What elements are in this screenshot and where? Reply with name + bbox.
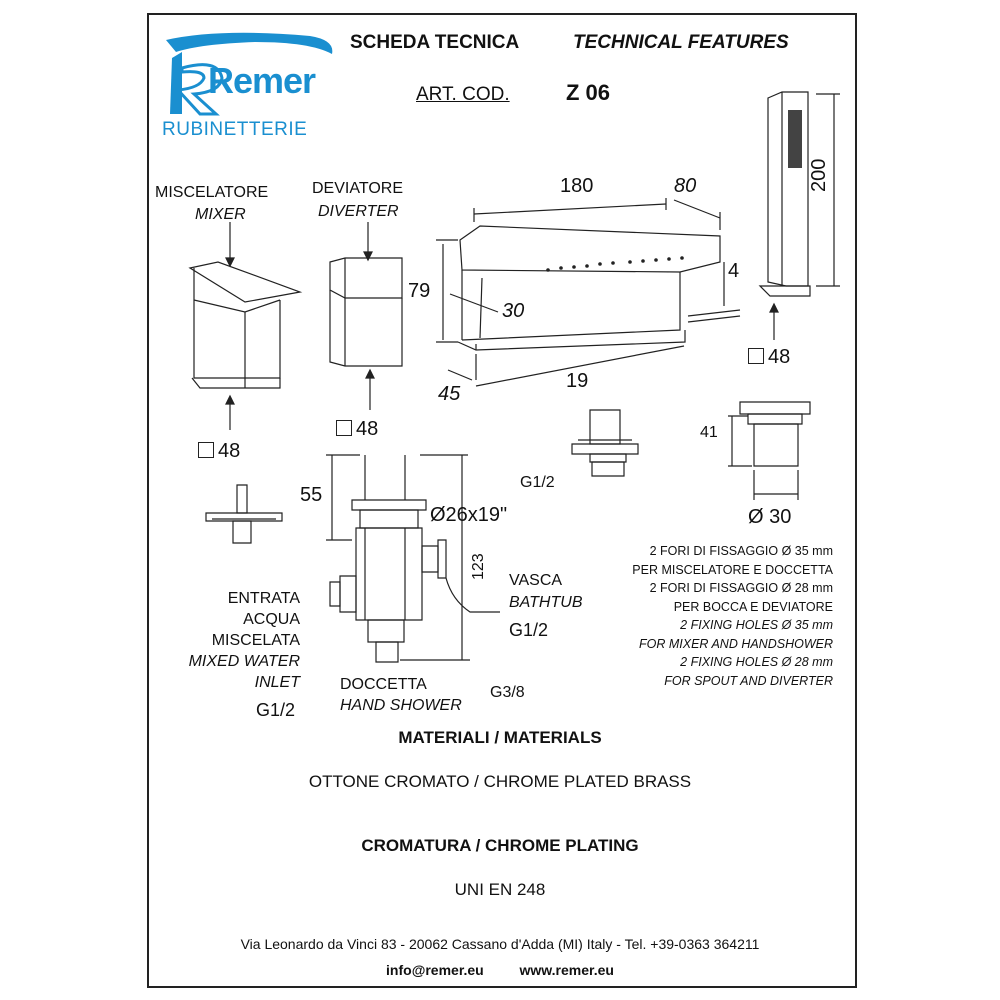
dim-body-diameter: Ø26x19": [430, 504, 508, 526]
logo-subtitle: RUBINETTERIE: [162, 119, 308, 140]
logo-swoosh-icon: [166, 32, 333, 116]
dim-spout-offset: 4: [728, 260, 740, 282]
mixer-label-en: MIXER: [195, 206, 246, 223]
materials-value: OTTONE CROMATO / CHROME PLATED BRASS: [308, 772, 692, 791]
fixing-holes-notes: 2 FORI DI FISSAGGIO Ø 35 mm PER MISCELAT…: [632, 544, 833, 688]
dim-body-total: 123: [470, 553, 487, 580]
dim-body-height: 55: [300, 484, 323, 506]
mixer-square-size: 48: [198, 440, 240, 463]
diverter-square-size: 48: [336, 418, 378, 441]
thread-shower: G3/8: [490, 684, 525, 701]
square-icon: [198, 442, 214, 458]
thread-inlet: G1/2: [256, 700, 296, 720]
shower-label-it: DOCCETTA: [340, 676, 427, 693]
square-icon: [336, 420, 352, 436]
dim-hand-base-dia: Ø 30: [748, 506, 792, 528]
square-icon: [748, 348, 764, 364]
sheet-frame: [147, 13, 857, 988]
article-code-label: ART. COD.: [416, 84, 510, 105]
plating-value: UNI EN 248: [454, 880, 546, 899]
dim-spout-height: 79: [408, 280, 431, 302]
logo-brand-text: Remer: [208, 60, 316, 101]
spout-base-drawing: [572, 410, 638, 476]
dim-spout-angle: 30: [502, 300, 525, 322]
dim-spout-width: 80: [674, 175, 697, 197]
inlet-label: ENTRATA ACQUA MISCELATA MIXED WATER INLE…: [188, 590, 300, 691]
footer-contacts: info@remer.eu www.remer.eu: [0, 962, 1000, 978]
title-english: TECHNICAL FEATURES: [573, 32, 789, 53]
spout-drawing: [436, 198, 740, 386]
footer-address: Via Leonardo da Vinci 83 - 20062 Cassano…: [240, 936, 760, 952]
thread-spout: G1/2: [520, 474, 555, 491]
mixer-label-it: MISCELATORE: [155, 184, 269, 201]
plating-heading: CROMATURA / CHROME PLATING: [361, 836, 639, 855]
dim-hand-height: 200: [808, 158, 830, 192]
diverter-drawing: [330, 222, 402, 410]
hand-shower-drawing: [728, 92, 840, 500]
bathtub-label-it: VASCA: [509, 572, 563, 589]
bathtub-label-en: BATHTUB: [509, 594, 583, 611]
footer-email-link[interactable]: info@remer.eu: [386, 962, 484, 978]
dim-hand-base-height: 41: [700, 424, 718, 441]
body-drawing: [326, 455, 500, 662]
footer-web-link[interactable]: www.remer.eu: [519, 962, 614, 978]
dim-spout-length: 180: [560, 175, 594, 197]
diverter-label-en: DIVERTER: [318, 203, 399, 220]
shower-label-en: HAND SHOWER: [340, 697, 462, 714]
article-code-value: Z 06: [566, 80, 611, 105]
dim-spout-base: 19: [566, 370, 589, 392]
materials-heading: MATERIALI / MATERIALS: [398, 728, 602, 747]
thread-bathtub: G1/2: [509, 620, 549, 640]
hand-square-size: 48: [748, 346, 790, 369]
diverter-label-it: DEVIATORE: [312, 180, 403, 197]
mixer-drawing: [190, 222, 300, 543]
title-italian: SCHEDA TECNICA: [350, 32, 520, 53]
dim-spout-depth: 45: [438, 383, 461, 405]
